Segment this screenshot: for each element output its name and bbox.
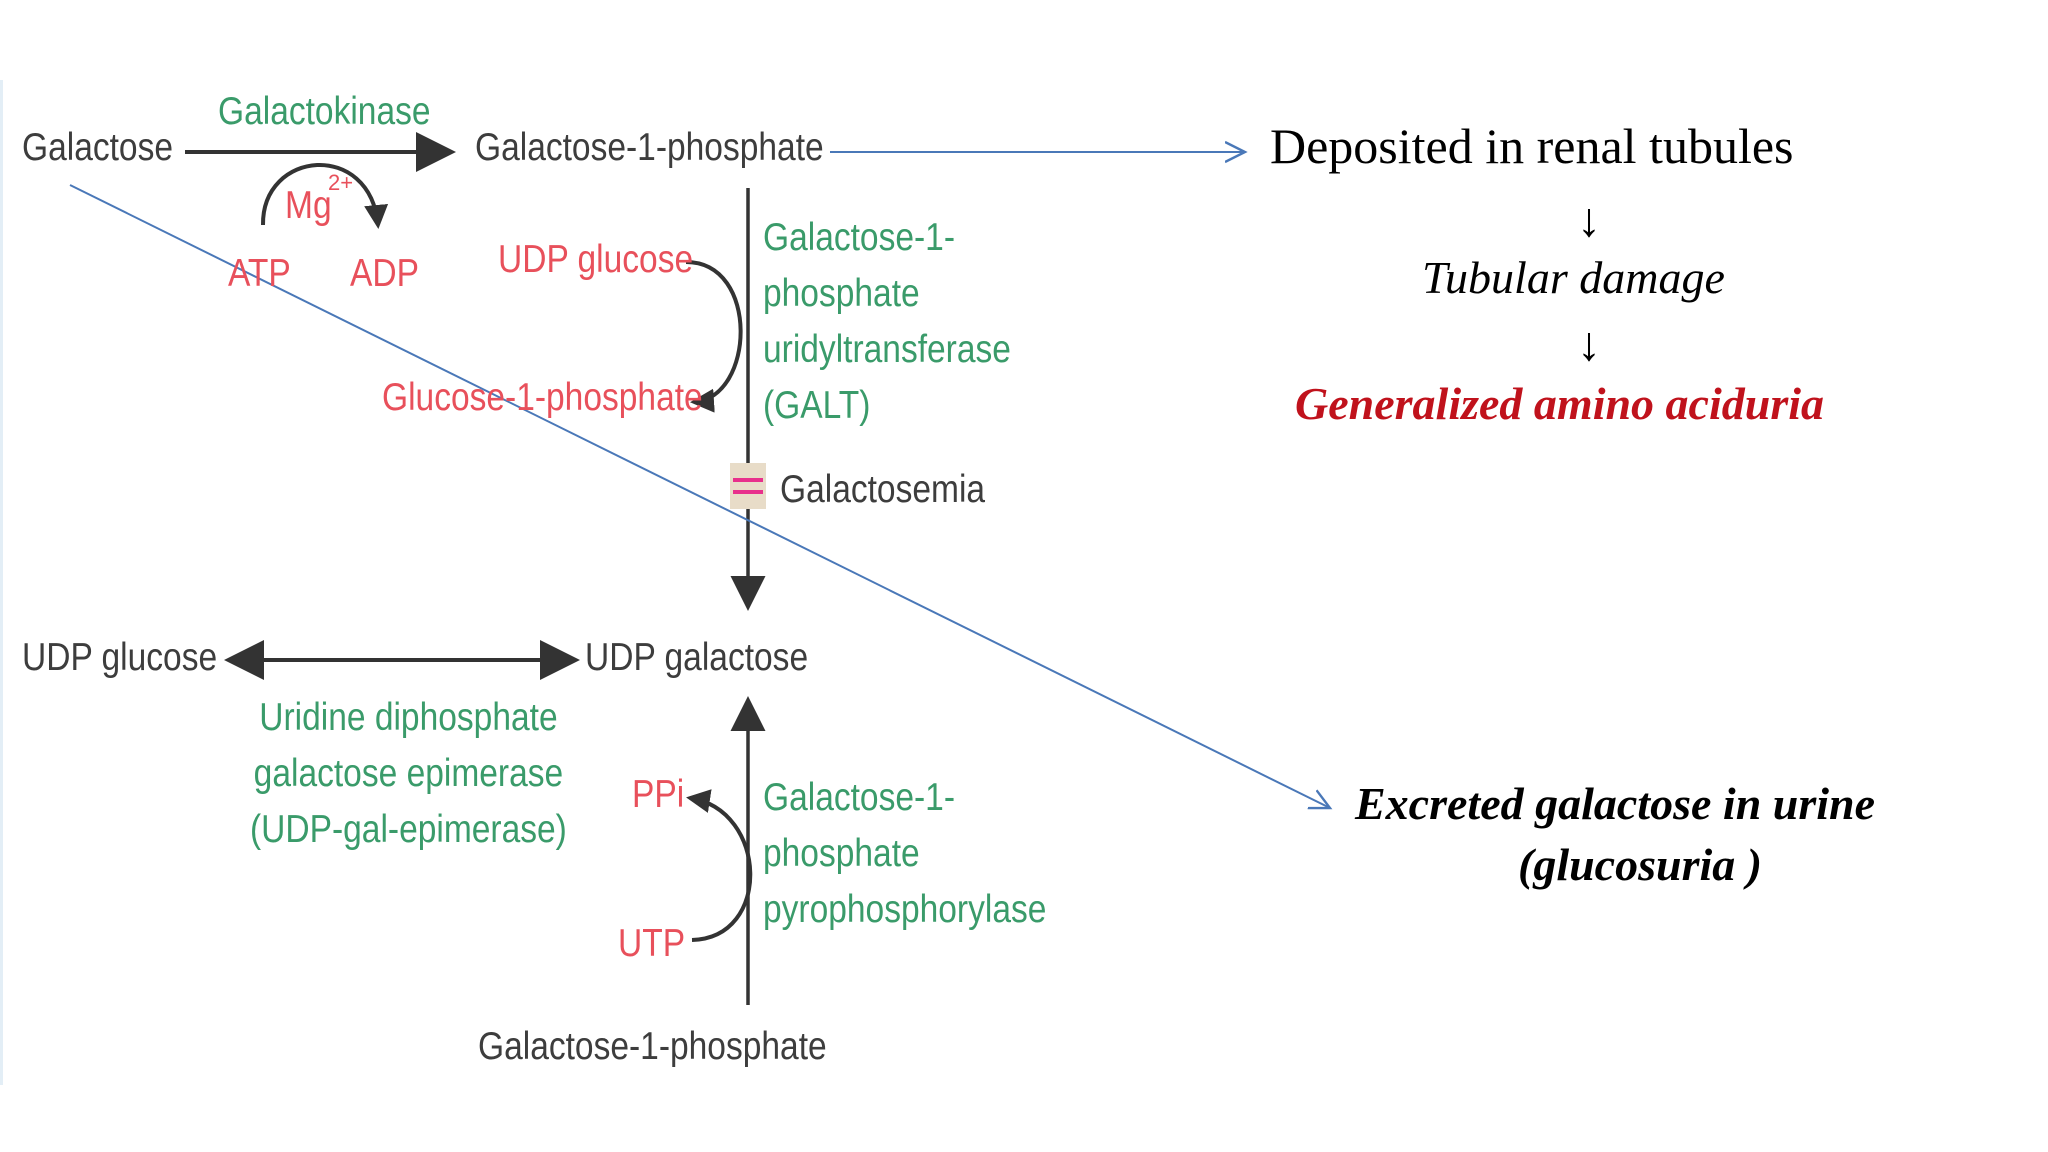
glucose-1-phosphate-label: Glucose-1-phosphate bbox=[382, 376, 703, 419]
excreted-galactose-line-1: Excreted galactose in urine bbox=[1355, 778, 1876, 829]
utp-ppi-curve bbox=[686, 789, 753, 942]
block-marker-bg bbox=[730, 463, 766, 509]
galactose-label: Galactose bbox=[22, 126, 174, 169]
ppi-label: PPi bbox=[632, 773, 685, 816]
generalized-amino-aciduria: Generalized amino aciduria bbox=[1295, 378, 1825, 429]
galactose-1-phosphate-top-label: Galactose-1-phosphate bbox=[475, 126, 824, 169]
mg-charge-label: 2+ bbox=[328, 170, 354, 195]
tubular-damage: Tubular damage bbox=[1422, 252, 1725, 303]
udp-glucose-cofactor-label: UDP glucose bbox=[498, 238, 694, 281]
udp-galactose-label: UDP galactose bbox=[585, 636, 809, 679]
pyrophosphorylase-enzyme-label: Galactose-1- phosphate pyrophosphorylase bbox=[763, 776, 1047, 931]
galactosemia-label: Galactosemia bbox=[780, 468, 986, 511]
down-arrow-2: ↓ bbox=[1577, 318, 1601, 371]
udp-glucose-label: UDP glucose bbox=[22, 636, 218, 679]
atp-adp-curve bbox=[260, 162, 389, 229]
excreted-galactose-line-2: (glucosuria ) bbox=[1518, 839, 1763, 890]
deposited-in-renal-tubules: Deposited in renal tubules bbox=[1270, 118, 1794, 174]
galt-enzyme-label: Galactose-1- phosphate uridyltransferase… bbox=[763, 216, 1011, 427]
epimerase-enzyme-label: Uridine diphosphate galactose epimerase … bbox=[250, 696, 567, 851]
utp-label: UTP bbox=[618, 922, 686, 965]
down-arrow-1: ↓ bbox=[1577, 194, 1601, 247]
udp-glucose-curve bbox=[685, 260, 743, 413]
adp-label: ADP bbox=[350, 252, 419, 295]
galactose-1-phosphate-bottom-label: Galactose-1-phosphate bbox=[478, 1025, 827, 1068]
atp-label: ATP bbox=[228, 252, 291, 295]
mg-label: Mg bbox=[285, 184, 332, 227]
excreted-pointer-arrow bbox=[69, 184, 1330, 808]
galactokinase-label: Galactokinase bbox=[218, 90, 431, 133]
left-edge-line bbox=[0, 80, 3, 1085]
